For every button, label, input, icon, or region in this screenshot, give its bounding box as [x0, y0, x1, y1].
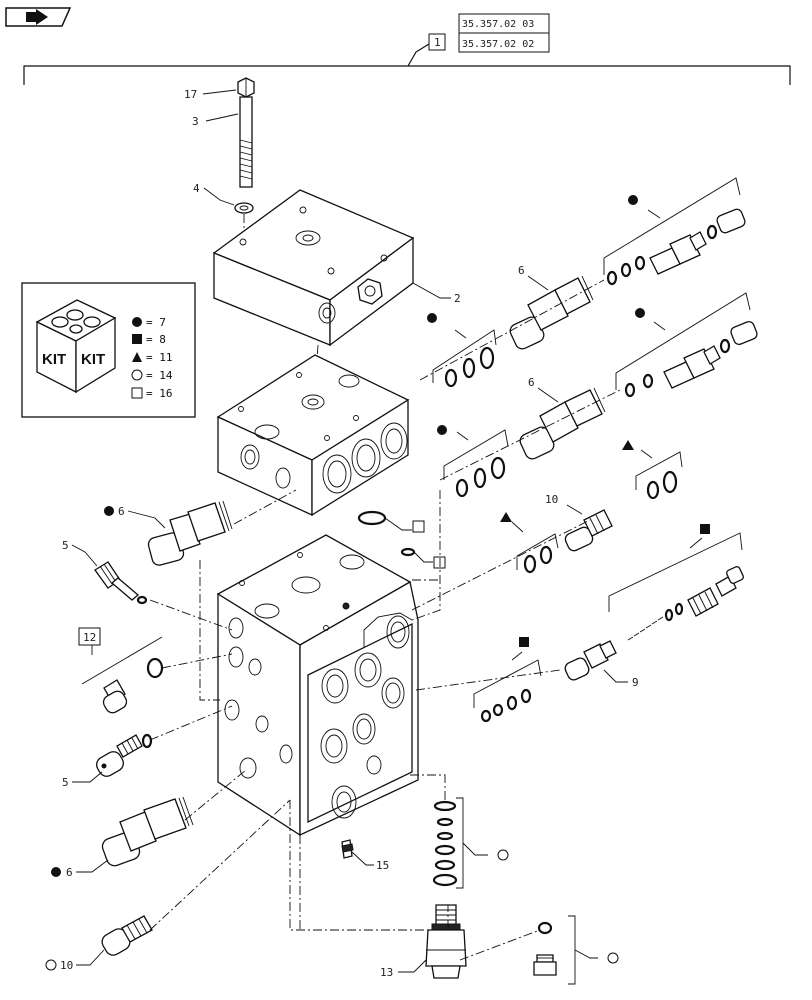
label-5-b: 5 [62, 776, 69, 789]
label-3: 3 [192, 115, 199, 128]
plug-5-lower [96, 733, 153, 777]
label-17: 17 [184, 88, 197, 101]
valve-9 [564, 640, 617, 681]
reference-code-2: 35.357.02 02 [462, 39, 534, 50]
fitting-15 [341, 839, 354, 859]
legend-item-open-square: = 16 [131, 387, 173, 400]
kit-marker-open-circle [45, 959, 57, 971]
kit-bracket-middle [427, 313, 497, 388]
leader-lines [149, 489, 541, 961]
main-valve-block [216, 534, 419, 837]
kit-box-icon: KIT KIT [35, 299, 117, 394]
relief-valve-6-center-lower [519, 387, 606, 460]
label-10-a: 10 [60, 959, 73, 972]
legend-value-16: = 16 [146, 387, 173, 400]
cartridge-10-right [564, 509, 613, 552]
kit-marker-open-circle [607, 952, 619, 964]
kit-bracket-upper-right [603, 177, 741, 275]
label-12: 12 [83, 631, 96, 644]
relief-valve-6-upper-right [606, 208, 746, 286]
kit-bracket-triangle-middle [500, 512, 559, 574]
relief-valve-6-left-lower [101, 796, 194, 867]
kit-marker-filled-circle [104, 506, 114, 516]
relief-valve-6-center-upper [509, 275, 594, 350]
label-10-b: 10 [545, 493, 558, 506]
kit-bracket-right-middle [615, 292, 751, 390]
legend-item-filled-circle: = 7 [132, 316, 166, 329]
legend-value-8: = 8 [146, 333, 166, 346]
legend-item-filled-triangle: = 11 [132, 351, 173, 364]
relief-valve-6-right-middle [624, 321, 758, 398]
label-13: 13 [380, 966, 393, 979]
reference-codes: 35.357.02 03 35.357.02 02 [458, 13, 550, 53]
arrow-icon [26, 9, 48, 25]
kit-bracket-lower-middle [437, 425, 509, 498]
plug-12 [102, 657, 164, 714]
label-6-d: 6 [528, 376, 535, 389]
plug-small-bottom [533, 921, 557, 976]
assembly-bracket [23, 43, 791, 85]
plug-5-upper [94, 561, 148, 605]
label-5-a: 5 [62, 539, 69, 552]
kit-marker-open-square [433, 556, 446, 569]
kit-marker-open-square [412, 520, 425, 533]
next-page-button[interactable] [5, 7, 72, 27]
label-6-b: 6 [66, 866, 73, 879]
label-6-c: 6 [518, 264, 525, 277]
kit-legend: KIT KIT = 7 = 8 = 11 = 14 = 16 [21, 282, 196, 418]
assembly-callout: 1 [428, 33, 446, 51]
assembly-label: 1 [434, 36, 441, 49]
spring-cartridge-kit [627, 566, 744, 641]
relief-valve-6-left-upper [147, 500, 233, 566]
cover-block [212, 189, 415, 347]
kit-bracket-square-right [608, 524, 743, 612]
kit-label-side: KIT [81, 351, 105, 368]
cartridge-13 [425, 904, 467, 979]
reference-code-1: 35.357.02 03 [462, 19, 534, 30]
legend-item-open-circle: = 14 [131, 369, 173, 382]
label-2: 2 [454, 292, 461, 305]
bolt-assembly [234, 77, 255, 240]
kit-label-front: KIT [42, 351, 66, 368]
kit-marker-open-circle [497, 849, 509, 861]
legend-value-7: = 7 [146, 316, 166, 329]
kit-bracket-triangle-right [622, 440, 683, 500]
oring-stack [432, 800, 458, 887]
legend-value-11: = 11 [146, 351, 173, 364]
cartridge-10-left [101, 915, 153, 956]
legend-value-14: = 14 [146, 369, 173, 382]
legend-item-filled-square: = 8 [132, 333, 166, 346]
label-9: 9 [632, 676, 639, 689]
kit-bracket-square-middle [473, 637, 542, 723]
label-4: 4 [193, 182, 200, 195]
label-6-a: 6 [118, 505, 125, 518]
label-15: 15 [376, 859, 389, 872]
middle-block [216, 354, 410, 517]
kit-marker-filled-circle [51, 867, 61, 877]
